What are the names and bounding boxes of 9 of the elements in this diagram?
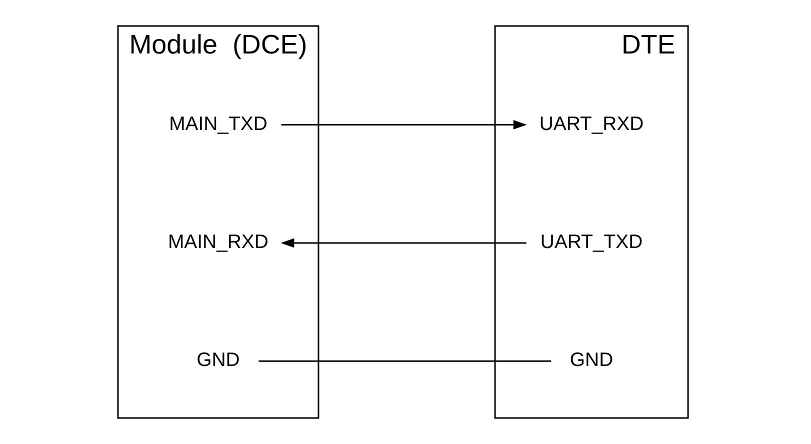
node-text: UART_TXD: [540, 231, 642, 254]
connector: [258, 360, 551, 362]
node-text: UART_RXD: [538, 112, 644, 135]
node-text: MAIN_TXD: [168, 112, 267, 135]
node-text: GND: [196, 349, 240, 372]
node-text: GND: [569, 349, 613, 372]
node-text: MAIN_RXD: [167, 231, 268, 254]
arrow: [280, 238, 526, 248]
arrow: [280, 120, 526, 130]
